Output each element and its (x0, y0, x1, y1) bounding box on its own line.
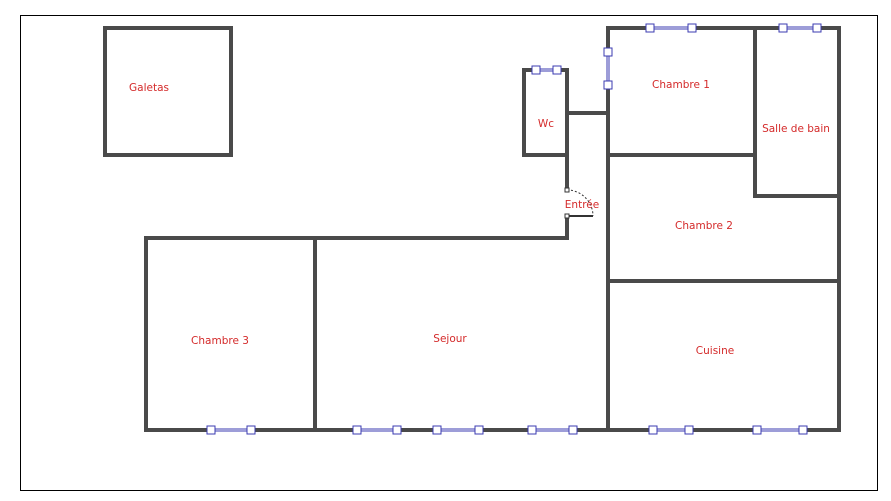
bathroom-walls (753, 26, 841, 198)
wc-walls (522, 68, 569, 192)
room-label-chambre-2: Chambre 2 (675, 220, 733, 232)
window (648, 425, 694, 435)
window (603, 47, 613, 90)
room-label-salle-de-bain: Salle de bain (762, 123, 830, 135)
window (752, 425, 808, 435)
plan-frame (20, 15, 878, 491)
room-label-chambre-1: Chambre 1 (652, 79, 710, 91)
galetas-walls (103, 26, 233, 157)
window (527, 425, 578, 435)
window (778, 23, 822, 33)
window (645, 23, 697, 33)
window (432, 425, 484, 435)
room-label-sejour: Sejour (433, 333, 467, 345)
windows (206, 23, 822, 435)
window (531, 65, 562, 75)
window (206, 425, 256, 435)
room-label-wc: Wc (537, 118, 555, 130)
outer-walls (144, 26, 841, 432)
room-label-chambre-3: Chambre 3 (191, 335, 249, 347)
room-label-entree: Entrée (564, 199, 600, 211)
window (352, 425, 402, 435)
room-label-cuisine: Cuisine (695, 345, 735, 357)
room-label-galetas: Galetas (129, 82, 169, 94)
door-entree (564, 187, 594, 219)
